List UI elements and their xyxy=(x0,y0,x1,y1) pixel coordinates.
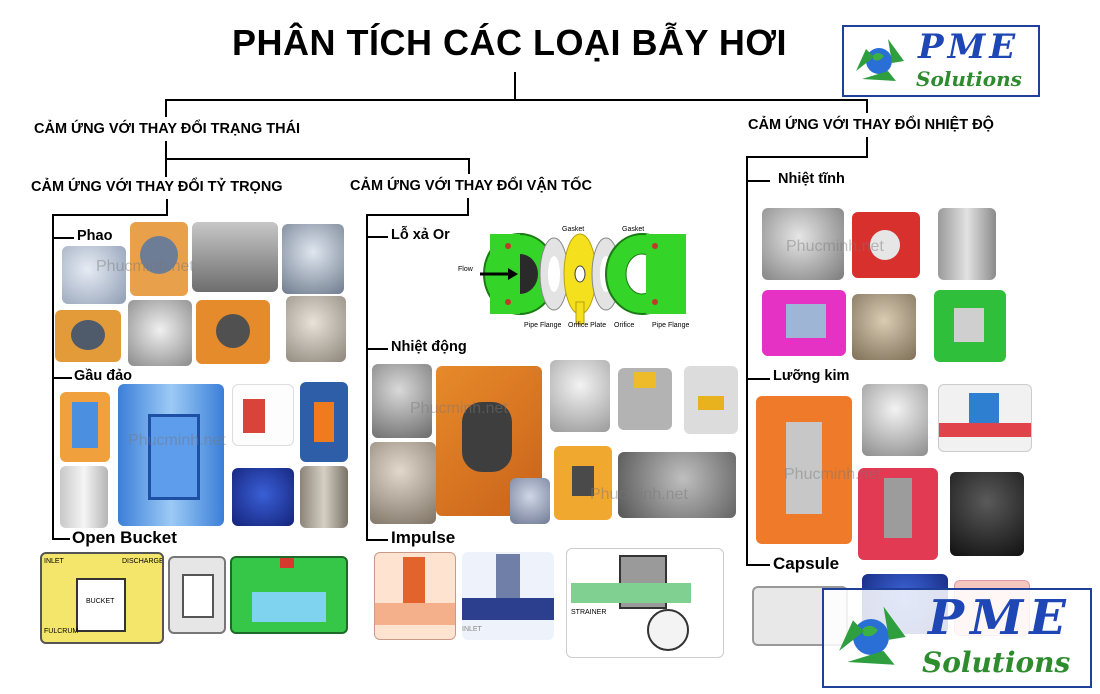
orifice-flow-label: Flow xyxy=(458,266,473,273)
thermostatic-image-4 xyxy=(762,290,846,356)
orifice-pipe-flange-right-label: Pipe Flange xyxy=(652,322,690,329)
type-bimetallic: Lưỡng kim xyxy=(773,368,850,384)
type-impulse: Impulse xyxy=(391,528,456,547)
thermodynamic-image-4 xyxy=(618,368,672,430)
type-capsule: Capsule xyxy=(773,554,840,573)
type-open-bucket: Open Bucket xyxy=(72,528,177,547)
orifice-plate-label: Orifice Plate xyxy=(568,322,607,329)
impulse-diagram-2: INLET xyxy=(462,552,554,640)
open-bucket-diagram-1: INLET DISCHARGE BUCKET FULCRUM xyxy=(40,552,164,644)
orifice-diagram: Flow Gasket Gasket Pipe Flange Orifice P… xyxy=(450,222,705,332)
open-bucket-diagram-3 xyxy=(230,556,348,634)
bimetallic-image-1 xyxy=(756,396,852,544)
watermark-4: Phucminh.net xyxy=(590,486,688,503)
open-bucket-fulcrum-label: FULCRUM xyxy=(44,628,79,635)
thermostatic-image-3 xyxy=(938,208,996,280)
watermark-3: Phucminh.net xyxy=(410,400,508,417)
thermostatic-image-6 xyxy=(934,290,1006,362)
bimetallic-image-5 xyxy=(950,472,1024,556)
float-trap-image-3 xyxy=(192,222,278,292)
float-trap-image-4 xyxy=(282,224,344,294)
impulse-inlet-label: INLET xyxy=(462,626,482,633)
type-thermodynamic: Nhiệt động xyxy=(391,339,467,355)
page-title: PHÂN TÍCH CÁC LOẠI BẪY HƠI xyxy=(232,22,788,63)
type-float: Phao xyxy=(77,228,113,244)
thermodynamic-image-8 xyxy=(554,446,612,520)
watermark-5: Phucminh.net xyxy=(786,238,884,255)
orifice-gasket-right-label: Gasket xyxy=(622,226,645,233)
category-temperature-change: CẢM ỨNG VỚI THAY ĐỔI NHIỆT ĐỘ xyxy=(748,117,994,133)
type-inverted-bucket: Gầu đảo xyxy=(74,368,133,384)
logo-main-text: PME xyxy=(918,27,1020,67)
thermodynamic-image-1 xyxy=(372,364,432,438)
float-trap-image-2 xyxy=(130,222,188,296)
float-trap-image-5 xyxy=(55,310,121,362)
inverted-bucket-image-7 xyxy=(300,466,348,528)
float-trap-image-6 xyxy=(128,300,192,366)
float-trap-image-8 xyxy=(286,296,346,362)
thermostatic-image-1 xyxy=(762,208,844,280)
bimetallic-image-2 xyxy=(862,384,928,456)
bimetallic-image-3 xyxy=(938,384,1032,452)
category-state-change: CẢM ỨNG VỚI THAY ĐỔI TRẠNG THÁI xyxy=(34,121,301,137)
bimetallic-image-4 xyxy=(858,468,938,560)
thermostatic-image-5 xyxy=(852,294,916,360)
inverted-bucket-image-5 xyxy=(60,466,108,528)
thermodynamic-image-5 xyxy=(684,366,738,434)
orifice-plate-svg xyxy=(480,233,686,325)
float-trap-image-7 xyxy=(196,300,270,364)
watermark-1: Phucminh.net xyxy=(96,258,194,275)
thermodynamic-image-7 xyxy=(510,478,550,524)
pme-logo-bottom: PME Solutions xyxy=(822,588,1092,688)
inverted-bucket-image-2 xyxy=(118,384,224,526)
inverted-bucket-image-6 xyxy=(232,468,294,526)
thermodynamic-image-3 xyxy=(550,360,610,432)
impulse-diagram-1 xyxy=(374,552,456,640)
orifice-gasket-left-label: Gasket xyxy=(562,226,585,233)
impulse-diagram-3: STRAINER xyxy=(566,548,724,658)
recycle-globe-icon xyxy=(856,39,904,81)
open-bucket-diagram-2 xyxy=(168,556,226,634)
category-density-change: CẢM ỨNG VỚI THAY ĐỔI TỶ TRỌNG xyxy=(31,179,283,195)
open-bucket-inlet-label: INLET xyxy=(44,558,64,565)
open-bucket-discharge-label: DISCHARGE xyxy=(122,558,164,565)
logo-main-text-large: PME xyxy=(928,590,1072,646)
type-thermostatic: Nhiệt tĩnh xyxy=(778,171,845,187)
orifice-pipe-flange-left-label: Pipe Flange xyxy=(524,322,562,329)
recycle-globe-icon-large xyxy=(839,606,906,665)
thermodynamic-image-9 xyxy=(618,452,736,518)
thermostatic-image-2 xyxy=(852,212,920,278)
orifice-orifice-label: Orifice xyxy=(614,322,635,329)
category-velocity-change: CẢM ỨNG VỚI THAY ĐỔI VẬN TỐC xyxy=(350,178,592,194)
watermark-6: Phucminh.net xyxy=(784,466,882,483)
impulse-strainer-label: STRAINER xyxy=(571,609,607,616)
watermark-2: Phucminh.net xyxy=(128,432,226,449)
inverted-bucket-image-4 xyxy=(300,382,348,462)
logo-sub-text-large: Solutions xyxy=(922,646,1071,679)
logo-sub-text: Solutions xyxy=(916,67,1022,91)
open-bucket-bucket-label: BUCKET xyxy=(86,598,115,605)
inverted-bucket-image-3 xyxy=(232,384,294,446)
pme-logo-top: PME Solutions xyxy=(842,25,1040,97)
float-trap-image-1 xyxy=(62,246,126,304)
inverted-bucket-image-1 xyxy=(60,392,110,462)
thermodynamic-image-6 xyxy=(370,442,436,524)
